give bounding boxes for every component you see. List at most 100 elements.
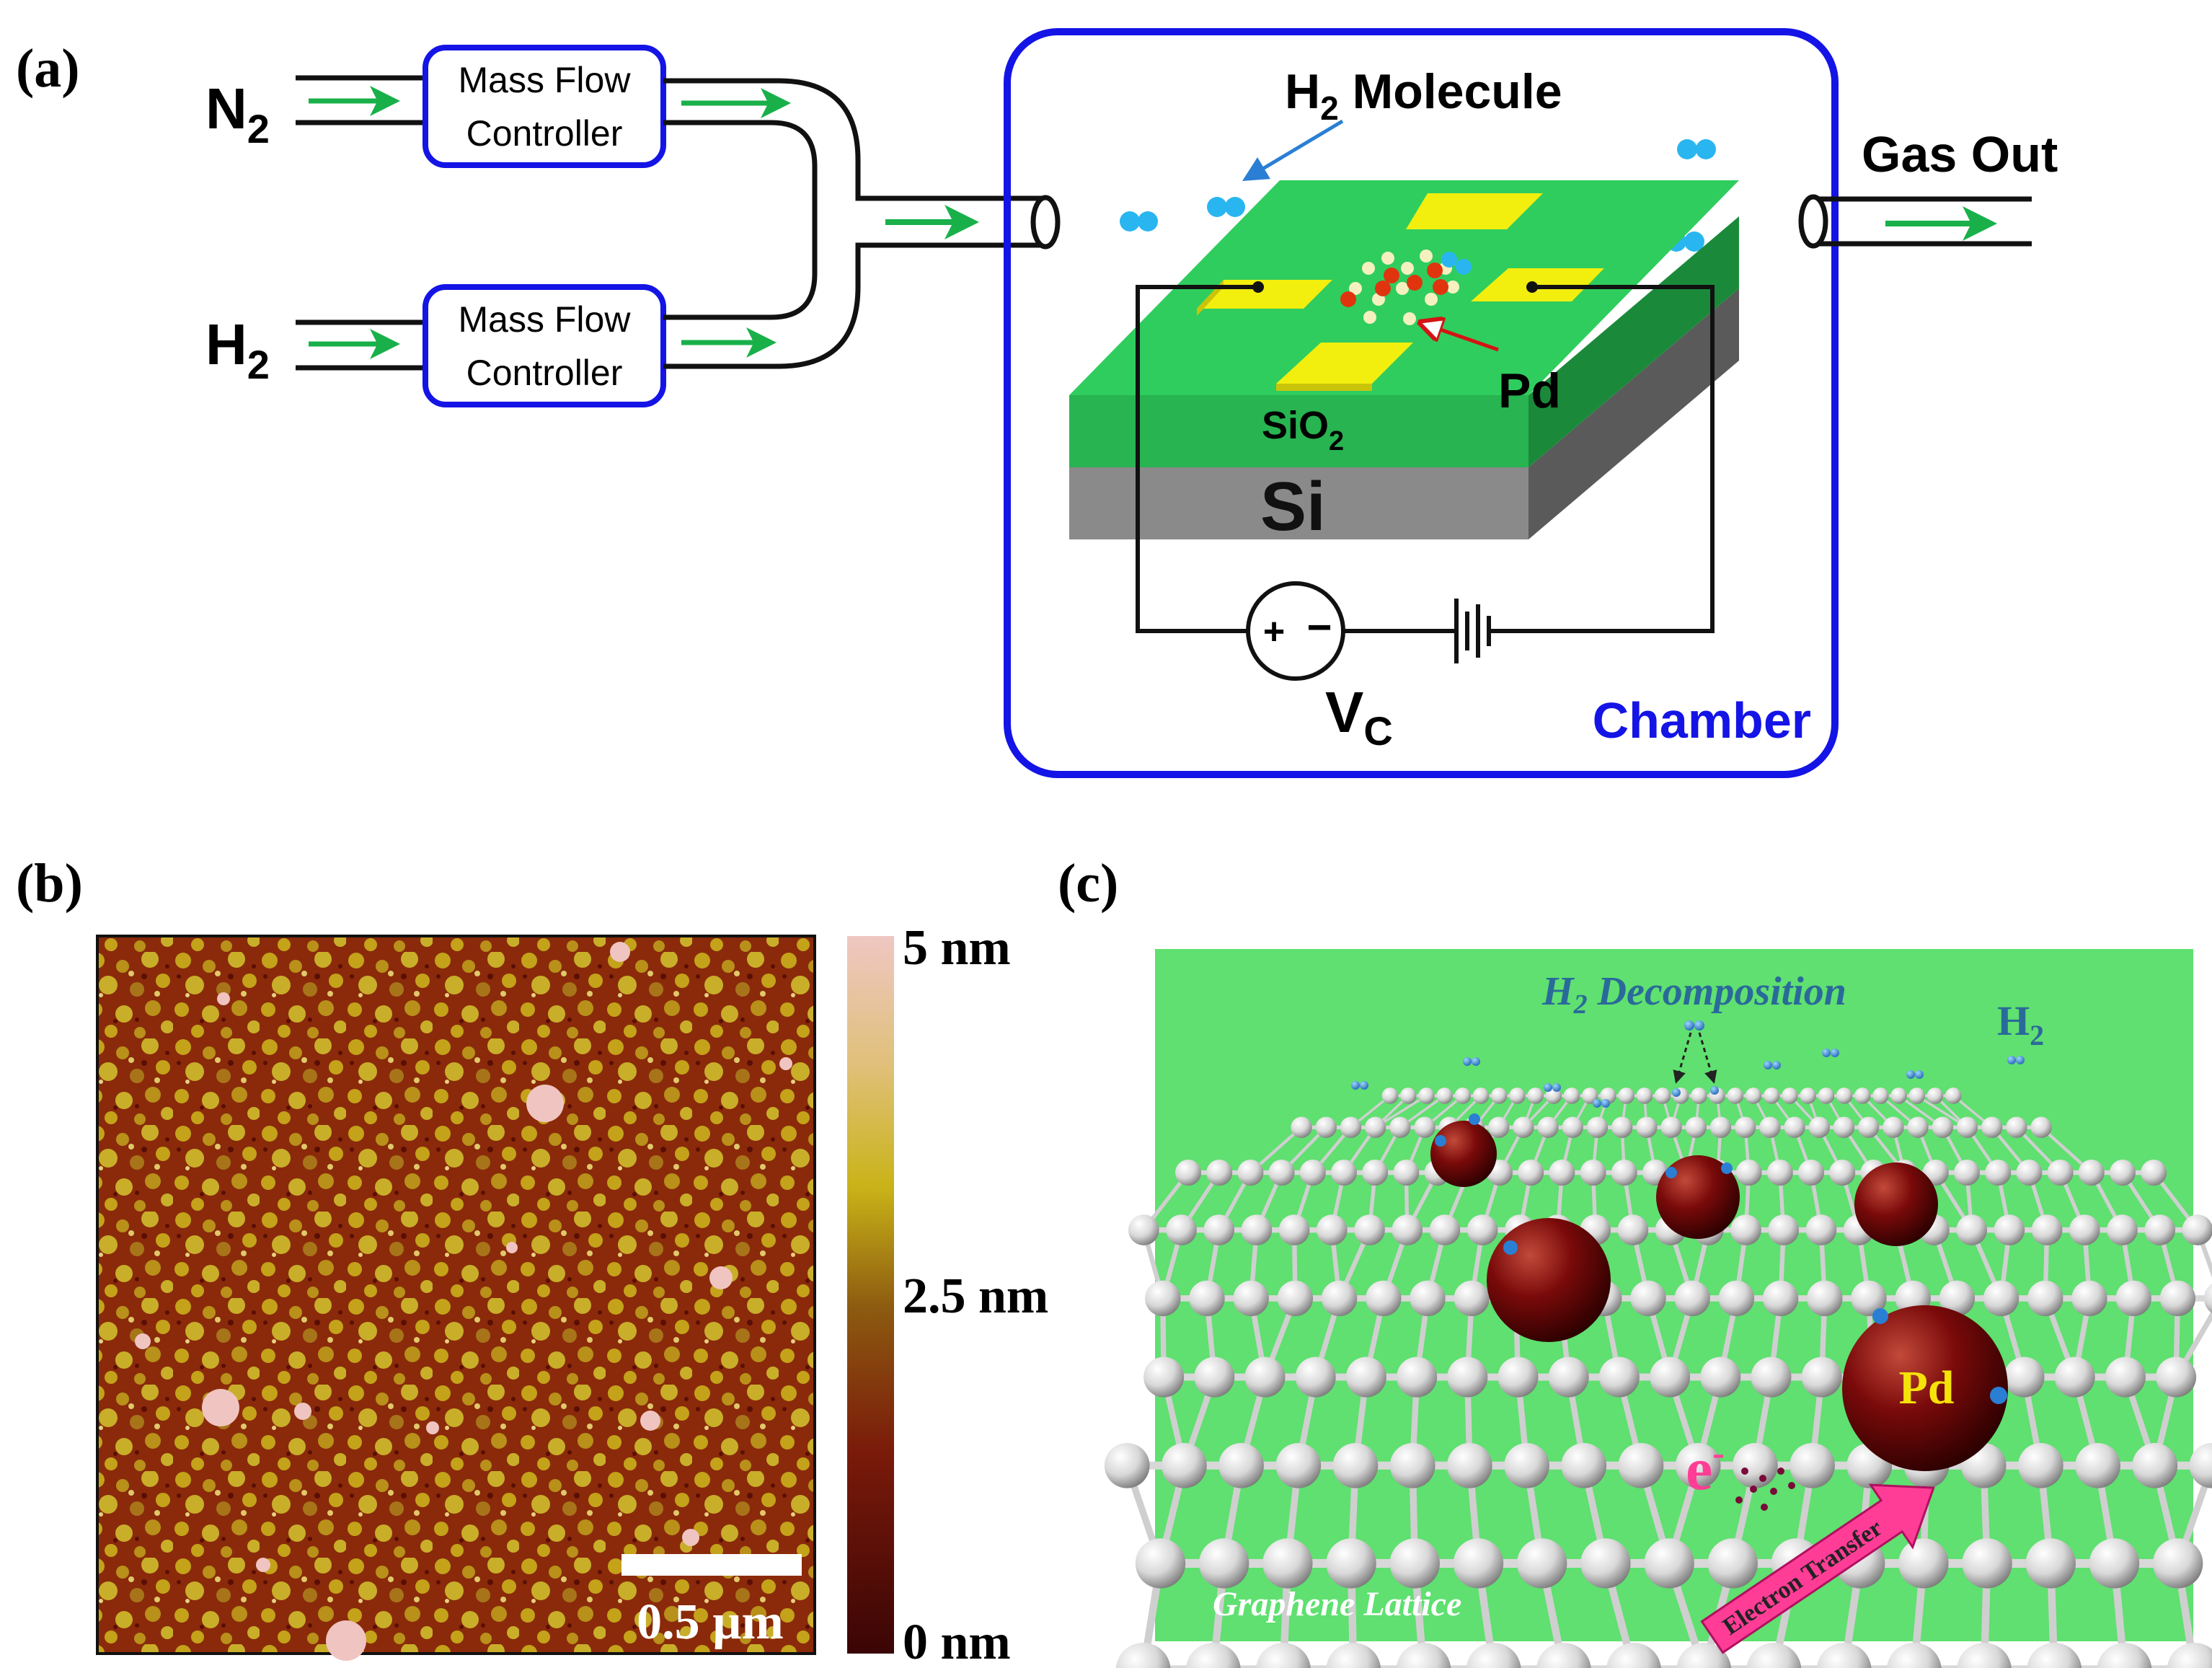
carbon-atom xyxy=(1660,1116,1682,1138)
carbon-atom xyxy=(2110,1160,2136,1186)
carbon-atom xyxy=(1244,1356,1286,1398)
carbon-atom xyxy=(1175,1160,1201,1186)
panel-b: (b) 0.5 µm 5 nm 2.5 nm 0 nm xyxy=(16,853,1048,1668)
carbon-atom xyxy=(2159,1280,2196,1317)
electron-dots xyxy=(1735,1468,1795,1511)
carbon-atom xyxy=(1763,1087,1780,1104)
carbon-atom xyxy=(1981,1116,2003,1138)
pd-label-a: Pd xyxy=(1498,363,1561,418)
mass-flow-controller-bottom: Mass Flow Controller xyxy=(423,284,666,407)
carbon-atom xyxy=(1735,1160,1762,1186)
electron-symbol: e- xyxy=(1686,1432,1725,1503)
carbon-atom xyxy=(1581,1087,1598,1104)
h2-label-c: H2 xyxy=(1997,997,2044,1051)
carbon-atom xyxy=(1513,1116,1534,1138)
carbon-atom xyxy=(1389,1442,1435,1488)
carbon-atom xyxy=(1326,1538,1376,1589)
carbon-atom xyxy=(1598,1356,1640,1398)
carbon-atom xyxy=(1389,1538,1440,1589)
carbon-atom xyxy=(2071,1280,2107,1317)
carbon-atom xyxy=(1189,1280,1225,1317)
carbon-atom xyxy=(1536,1643,1591,1668)
carbon-atom xyxy=(1851,1280,1887,1317)
colorbar-mid-label: 2.5 nm xyxy=(903,1268,1048,1324)
mass-flow-controller-top: Mass Flow Controller xyxy=(423,45,666,168)
carbon-atom xyxy=(1908,1087,1926,1104)
carbon-atom xyxy=(1932,1116,1953,1138)
carbon-atom xyxy=(1580,1538,1631,1589)
carbon-atom xyxy=(1782,1087,1798,1104)
carbon-atom xyxy=(1733,1442,1778,1488)
carbon-atom xyxy=(1256,1643,1311,1668)
chamber-border xyxy=(1004,28,1839,778)
gas-out-label: Gas Out xyxy=(1862,126,2058,182)
carbon-atom xyxy=(1466,1214,1498,1245)
carbon-atom xyxy=(1537,1116,1559,1138)
carbon-atom xyxy=(1890,1087,1907,1104)
carbon-atom xyxy=(1654,1087,1671,1104)
carbon-atom xyxy=(1618,1442,1664,1488)
carbon-atom xyxy=(1275,1442,1322,1488)
carbon-atom xyxy=(1611,1160,1637,1186)
carbon-atom xyxy=(1194,1356,1235,1398)
carbon-atom xyxy=(2141,1160,2167,1186)
carbon-atom xyxy=(1366,1280,1402,1317)
carbon-atom xyxy=(1562,1116,1583,1138)
carbon-atom xyxy=(1983,1280,2019,1317)
carbon-atom xyxy=(1907,1116,1929,1138)
carbon-atom xyxy=(2182,1214,2212,1245)
carbon-atom xyxy=(1295,1356,1336,1398)
carbon-atom xyxy=(1644,1538,1694,1589)
height-colorbar xyxy=(847,936,894,1654)
carbon-atom xyxy=(1700,1356,1741,1398)
pd-spheres: Pd xyxy=(1430,1113,2008,1471)
carbon-atom xyxy=(2097,1643,2152,1668)
carbon-atom xyxy=(1262,1538,1313,1589)
carbon-atom xyxy=(1766,1160,1793,1186)
mfc-top-line1: Mass Flow xyxy=(459,60,632,100)
carbon-atom xyxy=(1389,1116,1411,1138)
carbon-atom xyxy=(1436,1087,1453,1104)
carbon-atom xyxy=(1397,1356,1438,1398)
carbon-atom xyxy=(2027,1643,2082,1668)
carbon-atom xyxy=(1393,1160,1420,1186)
h2-molecule-pointer xyxy=(1242,119,1344,181)
carbon-atom xyxy=(1962,1538,2012,1589)
carbon-atom xyxy=(1784,1116,1805,1138)
carbon-atom xyxy=(1768,1214,1800,1245)
carbon-atom xyxy=(1898,1538,1949,1589)
carbon-atom xyxy=(1548,1356,1589,1398)
carbon-atom xyxy=(1321,1280,1358,1317)
carbon-atom xyxy=(1549,1160,1575,1186)
carbon-atom xyxy=(1746,1643,1802,1668)
gas-pipes xyxy=(663,78,1061,369)
carbon-atom xyxy=(1883,1116,1904,1138)
carbon-atom xyxy=(2089,1538,2140,1589)
carbon-atom xyxy=(1345,1356,1386,1398)
carbon-atom xyxy=(1650,1356,1691,1398)
carbon-atom xyxy=(1759,1116,1781,1138)
scene-h2-molecules xyxy=(1351,1020,2025,1108)
carbon-atom xyxy=(1466,1643,1521,1668)
pd-sphere xyxy=(1487,1218,1611,1342)
mfc-top-line2: Controller xyxy=(466,113,623,154)
carbon-atom xyxy=(2107,1214,2138,1245)
carbon-atom xyxy=(1563,1087,1580,1104)
carbon-atom xyxy=(1162,1442,1207,1488)
carbon-atom xyxy=(1618,1087,1634,1104)
carbon-atom xyxy=(1509,1087,1526,1104)
carbon-atom xyxy=(2018,1442,2063,1488)
carbon-atom xyxy=(1241,1214,1273,1245)
pd-sphere xyxy=(1854,1162,1938,1246)
carbon-atom xyxy=(1798,1160,1824,1186)
h2-decomposition-label: H2 Decomposition xyxy=(1541,969,1846,1020)
pd-label-c: Pd xyxy=(1898,1362,1954,1414)
carbon-atom xyxy=(2025,1538,2076,1589)
carbon-atom xyxy=(2189,1442,2212,1488)
carbon-atom xyxy=(1807,1280,1843,1317)
carbon-atom xyxy=(2105,1356,2146,1398)
carbon-atom xyxy=(1957,1643,2012,1668)
colorbar-max-label: 5 nm xyxy=(903,920,1011,976)
carbon-atom xyxy=(1315,1116,1337,1138)
